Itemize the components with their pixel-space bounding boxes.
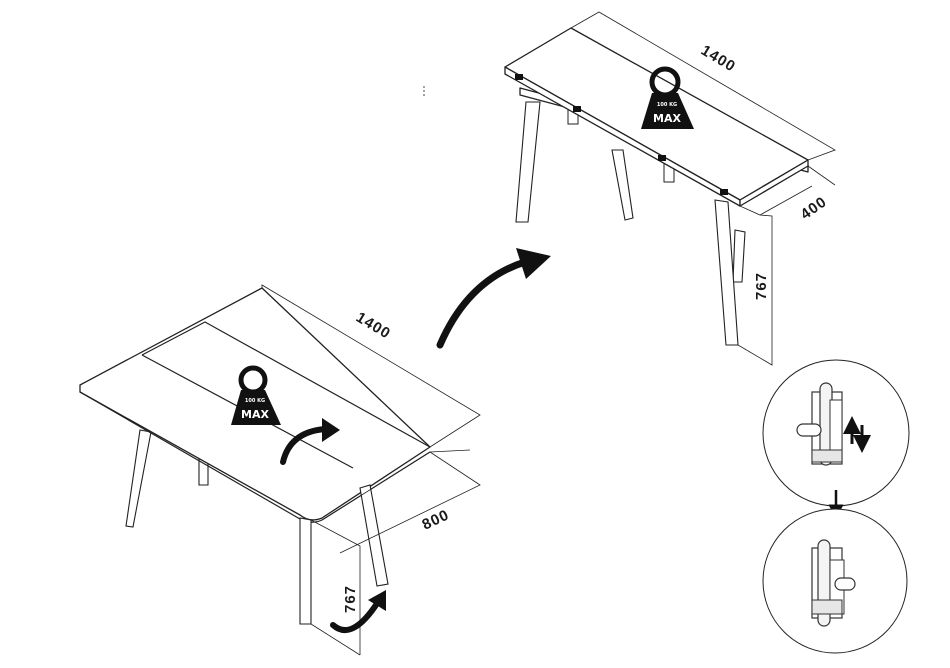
- narrow-table: 100 KG MAX 1400 400 767: [505, 12, 835, 365]
- height-label: 767: [753, 272, 770, 300]
- width-label: 400: [798, 193, 831, 223]
- decorative-dots: [423, 86, 425, 96]
- curved-arrow-icon: [440, 248, 551, 345]
- leg-front: [300, 518, 311, 624]
- weight-capacity-text: 100 KG: [245, 398, 265, 404]
- length-label: 1400: [353, 309, 394, 343]
- width-label: 800: [420, 506, 453, 533]
- weight-max-text: MAX: [653, 112, 681, 125]
- hinge-detail-closed: [763, 509, 907, 653]
- hinge-detail-open: [763, 360, 909, 506]
- leg-back-mid: [612, 150, 633, 220]
- leg-back-right: [733, 230, 745, 282]
- leg-back-left: [516, 102, 540, 222]
- flip-arrow-icon: [333, 590, 386, 630]
- weight-capacity-text: 100 KG: [657, 102, 677, 108]
- leg-right: [360, 485, 388, 586]
- weight-max-text: MAX: [241, 408, 269, 421]
- wide-table: 100 KG MAX 1400 800 767: [80, 285, 480, 655]
- leg-back-left: [126, 430, 151, 527]
- length-label: 1400: [698, 42, 739, 76]
- height-label: 767: [342, 585, 359, 613]
